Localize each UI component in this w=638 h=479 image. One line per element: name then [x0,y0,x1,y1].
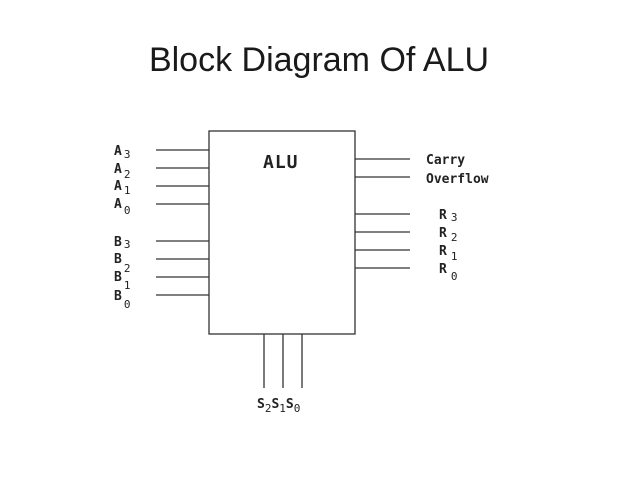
label-s2-letter: S [257,397,265,412]
label-s0-letter: S [286,397,294,412]
label-s1-letter: S [271,397,279,412]
alu-block-label: ALU [263,152,299,173]
label-carry: Carry [426,153,465,168]
slide-title: Block Diagram Of ALU [148,41,490,79]
label-b0: B0 [114,289,130,311]
flag-output-group: Carry Overflow [355,153,489,187]
label-b1: B1 [114,270,130,292]
label-b2: B2 [114,252,130,275]
label-select: S2S1S0 [257,397,300,415]
label-overflow: Overflow [426,172,489,187]
select-input-group: S2S1S0 [257,334,303,415]
alu-block [208,130,356,335]
